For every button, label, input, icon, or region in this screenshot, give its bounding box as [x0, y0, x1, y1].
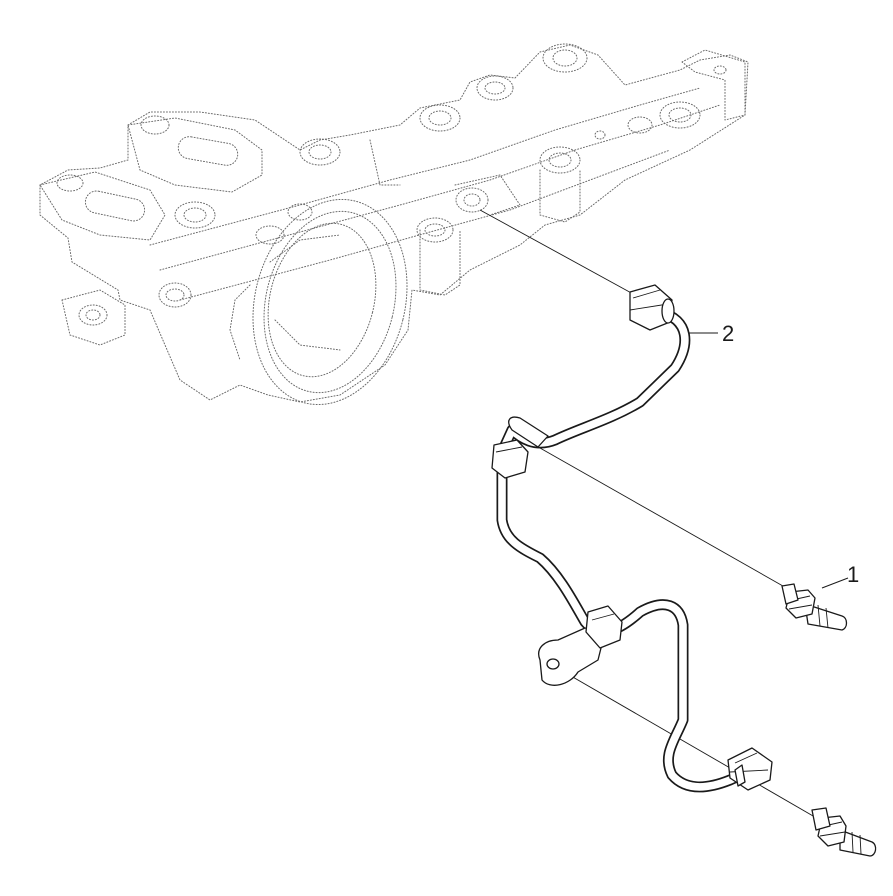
- pipe-union-nut-bottom: [727, 747, 773, 791]
- callout-1-label: 1: [847, 562, 859, 587]
- callout-1: 1: [821, 562, 859, 589]
- callout-1-leader: [821, 577, 849, 589]
- pipe-clamp-collar: [491, 416, 549, 479]
- pipe-mounting-bracket: [538, 605, 623, 686]
- callout-2: 2: [688, 321, 734, 346]
- leader-lines: [479, 209, 821, 821]
- leader-pipe-to-head: [479, 209, 636, 296]
- cylinder-head-outline: [39, 43, 749, 406]
- fuel-pipe: [496, 306, 758, 793]
- pipe-union-nut-top: [629, 284, 675, 331]
- callout-2-label: 2: [722, 321, 734, 346]
- leader-lower-bolt: [551, 664, 821, 821]
- hollow-bolt-upper: [781, 583, 848, 631]
- leader-upper-bolt: [539, 447, 791, 591]
- hollow-bolt-lower: [811, 807, 877, 857]
